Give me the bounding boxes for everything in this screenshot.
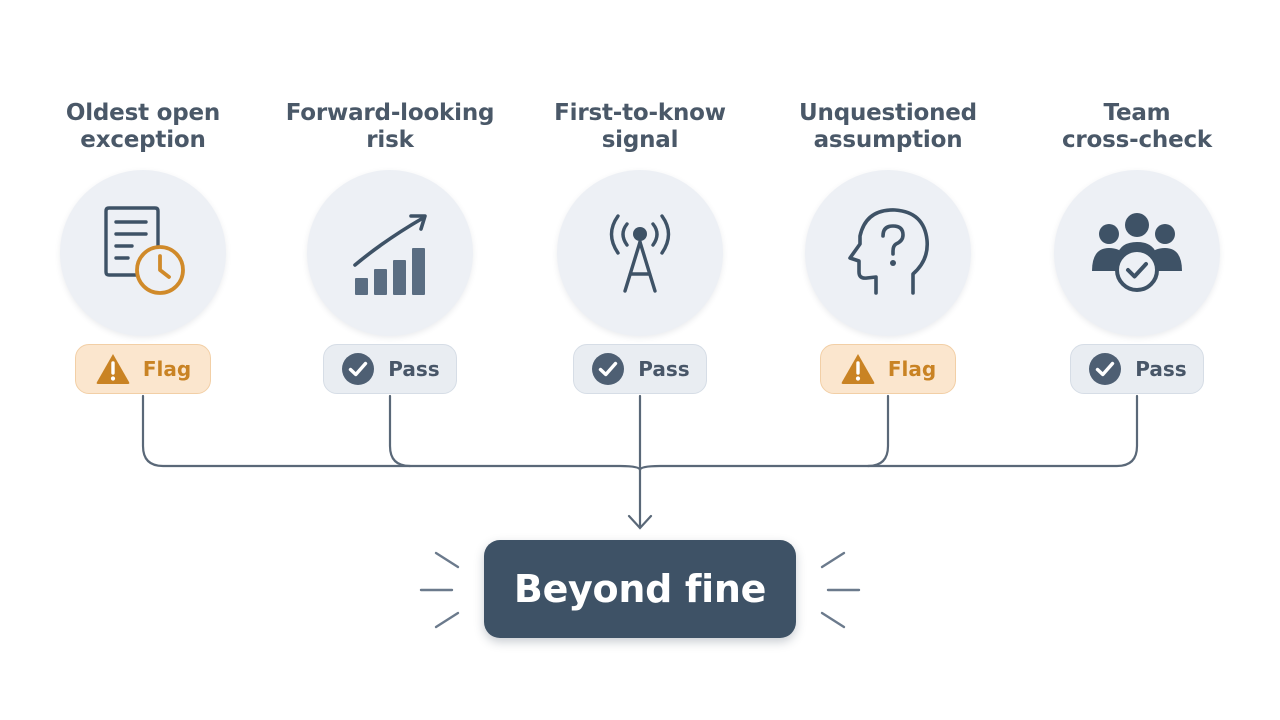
criterion-title-line: signal	[601, 127, 679, 153]
emphasis-tick-right-bottom	[820, 611, 846, 629]
criterion-title-line: Unquestioned	[799, 100, 977, 126]
status-label: Flag	[887, 357, 937, 381]
connector-forward-looking-risk	[388, 394, 412, 468]
criterion-title-line: Oldest open	[65, 100, 221, 126]
criterion-title: Team cross-check	[1017, 100, 1257, 162]
criterion-title: First-to-know signal	[520, 100, 760, 162]
criterion-title-line: risk	[366, 127, 414, 153]
connector-oldest-open-exception	[141, 394, 642, 472]
status-badge-pass: Pass	[573, 344, 707, 394]
head-question-icon	[805, 170, 971, 336]
status-badge-flag: Flag	[820, 344, 956, 394]
criterion-first-to-know-signal: First-to-know signal	[520, 100, 760, 394]
team-check-icon	[1054, 170, 1220, 336]
criterion-title-line: Team	[1103, 100, 1171, 126]
warning-icon	[841, 354, 875, 384]
status-badge-pass: Pass	[1070, 344, 1204, 394]
criterion-forward-looking-risk: Forward-looking risk Pass	[270, 100, 510, 394]
check-circle-icon	[592, 353, 625, 385]
emphasis-tick-left-bottom	[434, 611, 460, 629]
status-badge-flag: Flag	[75, 344, 211, 394]
check-circle-icon	[342, 353, 375, 385]
criterion-title-line: exception	[80, 127, 206, 153]
result-box: Beyond fine	[484, 540, 796, 638]
criterion-oldest-open-exception: Oldest open exception	[23, 100, 263, 394]
status-label: Pass	[388, 357, 440, 381]
emphasis-tick-right-top	[820, 551, 846, 569]
status-label: Flag	[142, 357, 192, 381]
criterion-title-line: Forward-looking	[285, 100, 495, 126]
check-circle-icon	[1089, 353, 1122, 385]
connector-team-cross-check	[638, 394, 1139, 472]
criterion-title: Unquestioned assumption	[768, 100, 1008, 162]
criterion-title-line: First-to-know	[554, 100, 726, 126]
connector-unquestioned-assumption	[866, 394, 890, 468]
emphasis-tick-left-top	[434, 551, 460, 569]
rising-bar-chart-icon	[307, 170, 473, 336]
criterion-title: Forward-looking risk	[270, 100, 510, 162]
criterion-title-line: cross-check	[1061, 127, 1213, 153]
status-badge-pass: Pass	[323, 344, 457, 394]
status-label: Pass	[638, 357, 690, 381]
criterion-title-line: assumption	[813, 127, 963, 153]
document-clock-icon	[60, 170, 226, 336]
result-label: Beyond fine	[513, 567, 767, 611]
criterion-unquestioned-assumption: Unquestioned assumption Flag	[768, 100, 1008, 394]
criterion-title: Oldest open exception	[23, 100, 263, 162]
warning-icon	[96, 354, 130, 384]
status-label: Pass	[1135, 357, 1187, 381]
arrow-head	[627, 514, 653, 530]
signal-tower-icon	[557, 170, 723, 336]
criterion-team-cross-check: Team cross-check Pas	[1017, 100, 1257, 394]
